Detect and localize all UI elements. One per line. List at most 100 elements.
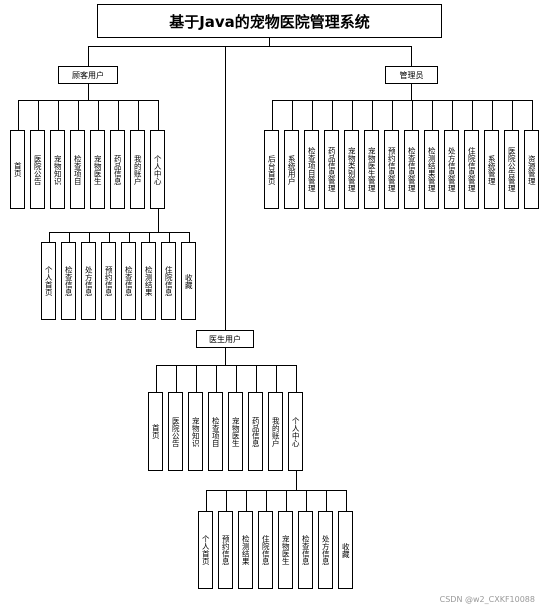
connector-line xyxy=(49,232,50,243)
connector-line xyxy=(292,100,293,131)
connector-line xyxy=(169,232,170,243)
doctor-center-item-label: 住院信息 xyxy=(261,535,271,565)
connector-line xyxy=(206,490,207,512)
doctor-center-item-box: 检查信息 xyxy=(298,511,313,589)
connector-line xyxy=(372,100,373,131)
connector-line xyxy=(225,46,226,331)
connector-line xyxy=(189,232,190,243)
admin-item-box: 宠物类别管理 xyxy=(344,130,359,209)
customer-center-item-box: 个人首页 xyxy=(41,242,56,320)
connector-line xyxy=(272,100,533,101)
connector-line xyxy=(18,100,19,131)
customer-item-label: 药品信息 xyxy=(113,154,123,185)
customer-center-item-label: 检查信息 xyxy=(124,266,134,296)
admin-item-label: 预约信息管理 xyxy=(387,147,397,192)
connector-line xyxy=(246,490,247,512)
connector-line xyxy=(411,84,412,101)
connector-line xyxy=(69,232,70,243)
admin-item-box: 预约信息管理 xyxy=(384,130,399,209)
admin-group-label: 管理员 xyxy=(399,70,424,80)
customer-group-label: 顾客用户 xyxy=(72,70,104,80)
connector-line xyxy=(326,490,327,512)
doctor-item-box: 医院公告 xyxy=(168,392,183,471)
connector-line xyxy=(452,100,453,131)
connector-line xyxy=(512,100,513,131)
doctor-item-box: 我的账户 xyxy=(268,392,283,471)
customer-center-item-label: 个人首页 xyxy=(44,266,54,296)
doctor-center-item-label: 收藏 xyxy=(341,542,351,558)
connector-line xyxy=(129,232,130,243)
customer-center-item-box: 预约信息 xyxy=(101,242,116,320)
connector-line xyxy=(266,490,267,512)
doctor-item-label: 医院公告 xyxy=(171,416,181,447)
connector-line xyxy=(432,100,433,131)
admin-item-label: 宠物医生管理 xyxy=(367,147,377,192)
connector-line xyxy=(89,232,90,243)
connector-line xyxy=(286,490,287,512)
connector-line xyxy=(196,365,197,393)
connector-line xyxy=(392,100,393,131)
watermark: CSDN @w2_CXKF10088 xyxy=(439,595,535,604)
customer-item-label: 我的账户 xyxy=(133,154,143,185)
connector-line xyxy=(411,46,412,67)
system-title: 基于Java的宠物医院管理系统 xyxy=(169,12,370,31)
doctor-item-box: 宠物知识 xyxy=(188,392,203,471)
admin-item-label: 检测结果管理 xyxy=(427,147,437,192)
admin-item-box: 后台首页 xyxy=(264,130,279,209)
admin-item-box: 系统管理 xyxy=(484,130,499,209)
connector-line xyxy=(236,365,237,393)
doctor-center-item-label: 个人首页 xyxy=(201,535,211,565)
connector-line xyxy=(226,490,227,512)
admin-item-label: 药品信息管理 xyxy=(327,147,337,192)
admin-item-box: 处方信息管理 xyxy=(444,130,459,209)
doctor-center-item-label: 检查信息 xyxy=(301,535,311,565)
customer-item-box: 宠物知识 xyxy=(50,130,65,209)
customer-center-item-box: 检测结果 xyxy=(141,242,156,320)
doctor-item-label: 宠物知识 xyxy=(191,416,201,447)
doctor-center-item-box: 预约信息 xyxy=(218,511,233,589)
connector-line xyxy=(312,100,313,131)
customer-item-box: 医院公告 xyxy=(30,130,45,209)
doctor-group-label: 医生用户 xyxy=(209,334,241,344)
connector-line xyxy=(49,232,190,233)
doctor-center-item-box: 住院信息 xyxy=(258,511,273,589)
doctor-center-item-box: 收藏 xyxy=(338,511,353,589)
connector-line xyxy=(332,100,333,131)
connector-line xyxy=(18,100,159,101)
customer-center-item-box: 收藏 xyxy=(181,242,196,320)
admin-item-label: 后台首页 xyxy=(267,154,277,185)
admin-item-label: 处方信息管理 xyxy=(447,147,457,192)
admin-item-label: 住院信息管理 xyxy=(467,147,477,192)
connector-line xyxy=(256,365,257,393)
connector-line xyxy=(532,100,533,131)
system-title-box: 基于Java的宠物医院管理系统 xyxy=(97,4,442,38)
connector-line xyxy=(269,38,270,47)
connector-line xyxy=(78,100,79,131)
customer-item-label: 医院公告 xyxy=(33,154,43,185)
connector-line xyxy=(138,100,139,131)
customer-center-item-box: 住院信息 xyxy=(161,242,176,320)
admin-group-box: 管理员 xyxy=(385,66,438,84)
admin-item-box: 检查项目管理 xyxy=(304,130,319,209)
customer-center-item-label: 住院信息 xyxy=(164,266,174,296)
doctor-center-item-label: 宠物医生 xyxy=(281,535,291,565)
doctor-item-label: 药品信息 xyxy=(251,416,261,447)
doctor-item-box: 宠物医生 xyxy=(228,392,243,471)
connector-line xyxy=(88,46,89,67)
admin-item-label: 资源管理 xyxy=(527,154,537,185)
doctor-center-item-box: 个人首页 xyxy=(198,511,213,589)
customer-center-item-box: 处方信息 xyxy=(81,242,96,320)
admin-item-label: 宠物类别管理 xyxy=(347,147,357,192)
connector-line xyxy=(346,490,347,512)
admin-item-box: 检测结果管理 xyxy=(424,130,439,209)
connector-line xyxy=(296,471,297,491)
doctor-center-item-label: 处方信息 xyxy=(321,535,331,565)
doctor-item-label: 首页 xyxy=(151,424,161,439)
connector-line xyxy=(156,365,297,366)
connector-line xyxy=(492,100,493,131)
connector-line xyxy=(98,100,99,131)
doctor-center-item-box: 宠物医生 xyxy=(278,511,293,589)
customer-center-item-box: 检查信息 xyxy=(121,242,136,320)
connector-line xyxy=(58,100,59,131)
connector-line xyxy=(109,232,110,243)
